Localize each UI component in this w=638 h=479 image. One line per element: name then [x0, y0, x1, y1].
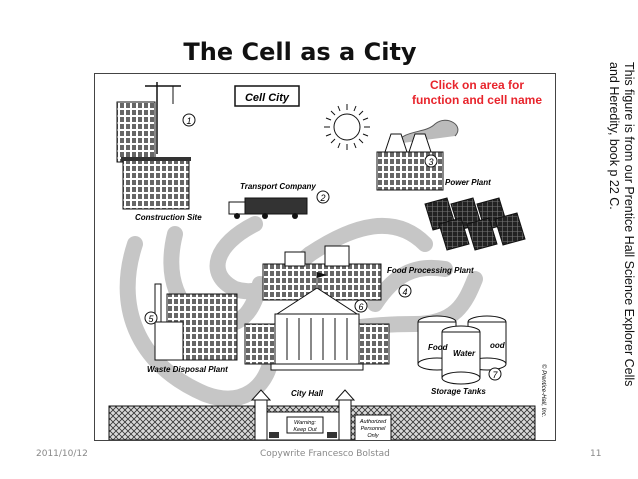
svg-text:Cell City: Cell City: [245, 92, 290, 104]
area-storage-tanks[interactable]: Food Water ood 7 Storage Tanks: [417, 315, 507, 396]
svg-text:Authorized: Authorized: [359, 419, 387, 425]
svg-text:6: 6: [358, 302, 363, 312]
slide-title: The Cell as a City: [183, 38, 417, 66]
area-food-processing-plant[interactable]: Food Processing Plant 4: [262, 245, 474, 301]
svg-text:Click on area for: Click on area for: [430, 78, 524, 92]
sun-icon: [324, 104, 370, 150]
svg-text:Construction Site: Construction Site: [135, 213, 202, 222]
svg-text:City Hall: City Hall: [291, 389, 324, 398]
side-note-line2: and Heredity, book p 22 C.: [607, 62, 621, 210]
svg-text:7: 7: [492, 370, 498, 380]
svg-text:4: 4: [402, 287, 407, 297]
side-note-line1: This figure is from our Prentice Hall Sc…: [622, 62, 636, 387]
truck-icon: [228, 197, 308, 219]
svg-text:ood: ood: [490, 341, 506, 350]
svg-text:Waste Disposal Plant: Waste Disposal Plant: [147, 365, 228, 374]
side-note: This figure is from our Prentice Hall Sc…: [596, 62, 636, 434]
fence: Warning: Keep Out Authorized Personnel O…: [108, 389, 536, 440]
svg-text:Water: Water: [453, 349, 476, 358]
click-hint: Click on area for function and cell name: [412, 78, 542, 107]
footer-copyright: Copywrite Francesco Bolstad: [260, 449, 390, 459]
svg-text:5: 5: [148, 314, 154, 324]
svg-text:Food: Food: [428, 343, 449, 352]
svg-text:function and cell name: function and cell name: [412, 93, 542, 107]
footer-page-number: 11: [590, 449, 602, 459]
svg-text:3: 3: [428, 157, 433, 167]
svg-text:Warning:: Warning:: [294, 420, 316, 426]
cell-city-header: Cell City: [234, 85, 300, 107]
svg-text:1: 1: [186, 116, 191, 126]
area-transport-company[interactable]: Transport Company 2: [228, 182, 330, 219]
footer-date: 2011/10/12: [36, 449, 88, 459]
svg-text:Food Processing Plant: Food Processing Plant: [387, 266, 474, 275]
figure-copyright: © Prentice-Hall, Inc.: [540, 364, 547, 417]
svg-text:Keep Out: Keep Out: [293, 427, 317, 433]
cell-city-figure: Cell City Click on area for function and…: [94, 73, 556, 441]
svg-text:Personnel: Personnel: [361, 426, 387, 432]
area-waste-disposal-plant[interactable]: 5 Waste Disposal Plant: [144, 283, 238, 374]
svg-text:Only: Only: [367, 433, 380, 439]
solar-panels-icon: [424, 197, 526, 251]
svg-text:2: 2: [319, 193, 325, 203]
svg-text:Storage Tanks: Storage Tanks: [431, 387, 486, 396]
area-power-plant[interactable]: 3 Power Plant: [376, 119, 526, 251]
area-construction-site[interactable]: 1 Construction Site: [116, 82, 202, 222]
svg-text:Transport Company: Transport Company: [240, 182, 316, 191]
svg-text:Power Plant: Power Plant: [445, 178, 491, 187]
area-city-hall[interactable]: 6 City Hall: [244, 272, 390, 398]
